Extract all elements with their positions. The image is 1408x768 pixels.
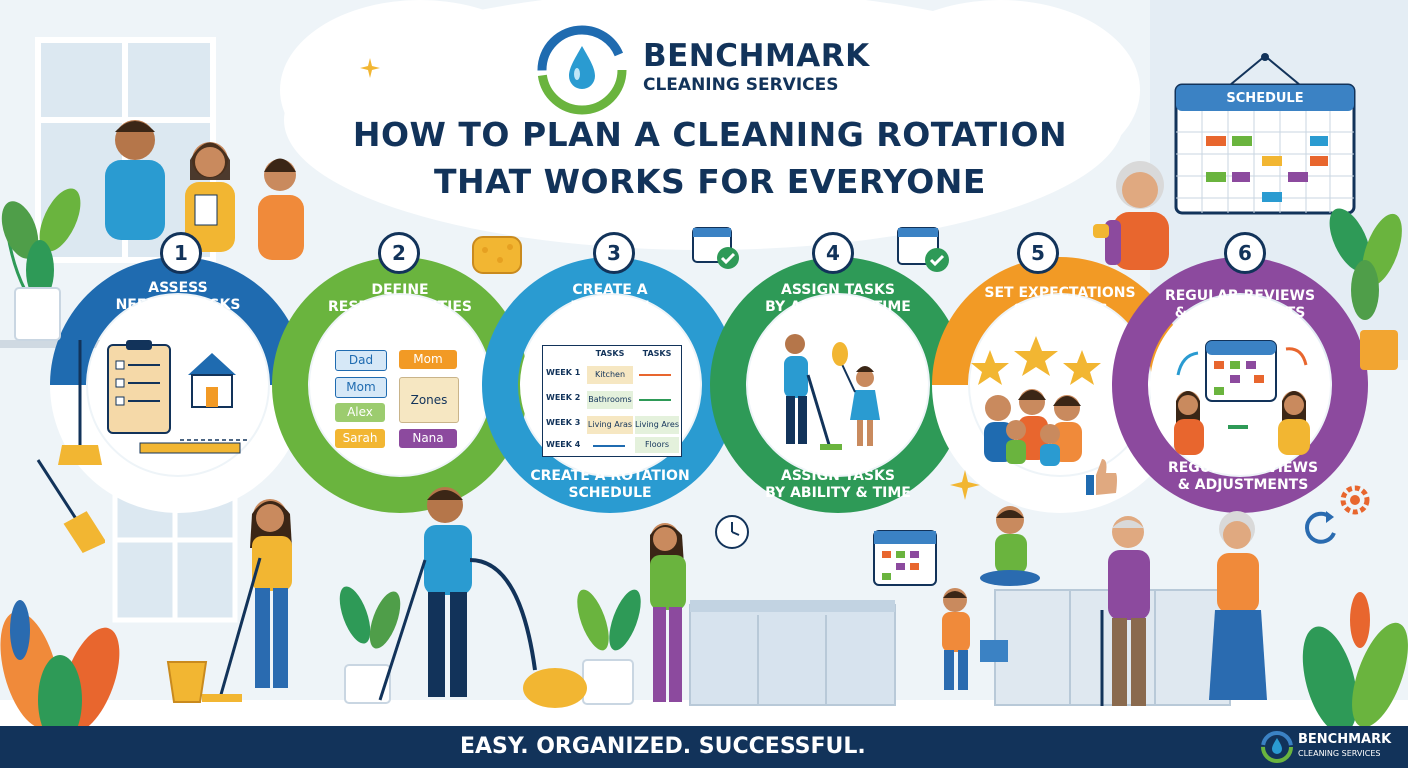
brand-subtitle: CLEANING SERVICES: [643, 75, 839, 95]
grandfather-illustration: [1100, 516, 1150, 706]
rotation-table: TASKS TASKS WEEK 1 Kitchen WEEK 2 Bathro…: [542, 345, 682, 457]
calendar-icon: [873, 530, 937, 586]
plant-kitchen-icon: [577, 589, 641, 705]
children-playing-illustration: [942, 506, 1040, 690]
plant-bottom-left-icon: [0, 600, 120, 730]
step-3-title-line-1: CREATE A: [572, 282, 648, 298]
rotation-header-1: TASKS: [595, 349, 625, 358]
step-2-title-line-1: DEFINE: [371, 282, 429, 298]
calendar-review-icon: [1174, 340, 1310, 455]
zone-nana: Nana: [399, 429, 457, 448]
step-6-title-line-2: & ADJUSTMENTS: [1174, 305, 1306, 321]
benchmark-logo-icon: [537, 25, 627, 115]
step-3-bottom-title: CREATE A ROTATION SCHEDULE: [515, 468, 705, 502]
step-1-number: 1: [160, 232, 202, 274]
step-4-title: ASSIGN TASKS BY ABILITY & TIME: [743, 282, 933, 316]
brand-name: BENCHMARK: [643, 38, 870, 74]
step-4-bottom-line-2: BY ABILITY & TIME: [765, 485, 911, 501]
zone-sarah: Sarah: [335, 429, 385, 448]
stars-family-icon: [971, 336, 1101, 466]
step-3-bottom-line-2: SCHEDULE: [568, 485, 652, 501]
step-6-bottom-line-1: REGULAR REVIEWS: [1167, 460, 1319, 476]
page-title-line-2: THAT WORKS FOR EVERYONE: [434, 162, 986, 201]
bucket-icon: [166, 661, 208, 703]
plant-right-icon: [1329, 208, 1402, 370]
step-5-number: 5: [1017, 232, 1059, 274]
step-3-title-line-2: ROTATION: [570, 299, 650, 315]
clipboard-house-icon: [107, 340, 250, 454]
brush-icon: [36, 459, 105, 553]
family-planning-illustration: [105, 120, 304, 260]
step-2-number: 2: [378, 232, 420, 274]
step-2-title: DEFINE RESPONSIBILITIES: [305, 282, 495, 316]
sponge-icon: [472, 236, 522, 274]
rotation-week-1: WEEK 1: [546, 368, 581, 377]
schedule-board: [1174, 53, 1356, 215]
step-5-title-line-1: SET EXPECTATIONS: [984, 285, 1136, 301]
broom-icon: [58, 340, 102, 465]
rotation-cell-1a: Kitchen: [587, 366, 633, 384]
step-1-title-line-2: NEEDS & TASKS: [115, 297, 241, 313]
step-1-title: ASSESS NEEDS & TASKS: [88, 280, 268, 314]
thumbs-up-icon: [1086, 459, 1117, 495]
step-4-title-line-2: BY ABILITY & TIME: [765, 299, 911, 315]
step-5-title: SET EXPECTATIONS & REWARDS: [960, 285, 1160, 319]
calendar-check-icon: [692, 227, 739, 269]
woman-mopping-illustration: [202, 499, 292, 702]
step-6-title-line-1: REGULAR REVIEWS: [1164, 288, 1316, 304]
woman-cleaning-counter-illustration: [650, 523, 686, 702]
rotation-cell-3b: Living Ares: [635, 416, 679, 434]
rotation-cell-3a: Living Aras: [587, 416, 633, 434]
rotation-cell-2a: Bathrooms: [587, 391, 633, 409]
footer-logo-icon: [1261, 731, 1293, 763]
rotation-arrow-2: [639, 399, 671, 401]
zone-dad: Dad: [335, 350, 387, 371]
rotation-cell-4b: Floors: [635, 437, 679, 453]
step-2-title-line-2: RESPONSIBILITIES: [327, 299, 472, 315]
grandmother-cleaning-illustration: [1209, 511, 1267, 700]
rotation-week-2: WEEK 2: [546, 393, 581, 402]
rotation-arrow-4: [593, 445, 625, 447]
plant-left-icon: [1, 188, 81, 341]
step-6-bottom-line-2: & ADJUSTMENTS: [1177, 477, 1309, 493]
step-1-title-line-1: ASSESS: [148, 280, 208, 296]
plant-bottom-right-icon: [1302, 592, 1408, 730]
footer-tagline: EASY. ORGANIZED. SUCCESSFUL.: [460, 734, 866, 759]
sparkle-icon: [360, 58, 380, 78]
rotation-week-4: WEEK 4: [546, 440, 581, 449]
step-4-number: 4: [812, 232, 854, 274]
zone-mom: Mom: [335, 377, 387, 398]
footer-brand-subtitle: CLEANING SERVICES: [1298, 749, 1381, 758]
step-4-title-line-1: ASSIGN TASKS: [781, 282, 895, 298]
step-6-bottom-title: REGULAR REVIEWS & ADJUSTMENTS: [1148, 460, 1338, 494]
zones-label: Zones: [399, 377, 459, 423]
sparkle-icon-2: [950, 470, 980, 500]
zone-alex: Alex: [335, 403, 385, 422]
step-6-number: 6: [1224, 232, 1266, 274]
step-3-bottom-line-1: CREATE A ROTATION: [530, 468, 690, 484]
footer-brand-name: BENCHMARK: [1298, 732, 1392, 747]
zone-mom-top: Mom: [399, 350, 457, 369]
step-4-bottom-line-1: ASSIGN TASKS: [781, 468, 895, 484]
man-vacuuming-illustration: [378, 487, 587, 708]
refresh-icon: [1305, 511, 1336, 544]
clock-icon: [715, 515, 749, 549]
step-3-title: CREATE A ROTATION: [520, 282, 700, 316]
rotation-week-3: WEEK 3: [546, 418, 581, 427]
rotation-header-2: TASKS: [642, 349, 672, 358]
rotation-arrow-1: [639, 374, 671, 376]
page-title-line-1: HOW TO PLAN A CLEANING ROTATION: [352, 115, 1068, 154]
step-5-title-line-2: & REWARDS: [1012, 302, 1108, 318]
gear-icon: [1340, 485, 1370, 515]
calendar-check-icon-2: [897, 227, 949, 272]
step-3-number: 3: [593, 232, 635, 274]
schedule-sign-label: SCHEDULE: [1226, 91, 1304, 106]
plant-center-icon: [339, 586, 401, 704]
parent-child-icon: [784, 334, 880, 450]
step-6-title: REGULAR REVIEWS & ADJUSTMENTS: [1145, 288, 1335, 322]
footer-bar: [0, 726, 1408, 768]
step-4-bottom-title: ASSIGN TASKS BY ABILITY & TIME: [743, 468, 933, 502]
grandmother-illustration: [1093, 161, 1169, 270]
